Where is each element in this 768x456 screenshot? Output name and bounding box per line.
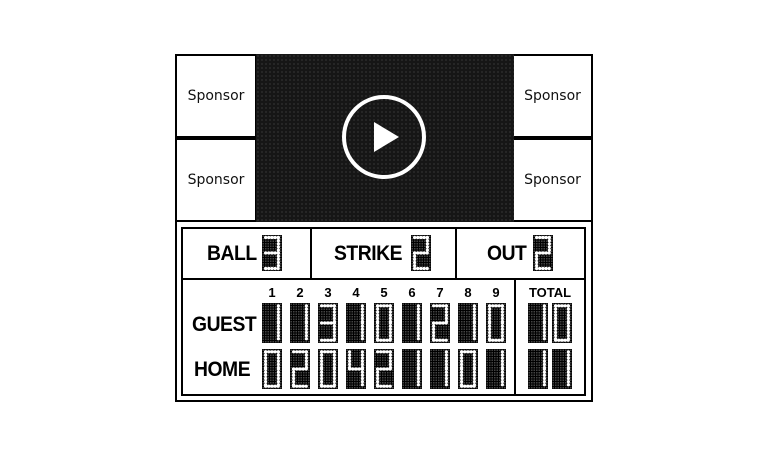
play-icon <box>374 122 399 152</box>
play-button[interactable] <box>342 95 426 179</box>
home-inning-5-score <box>374 349 394 389</box>
home-inning-2-score <box>290 349 310 389</box>
sponsor-label: Sponsor <box>187 172 245 188</box>
sponsor-label: Sponsor <box>524 88 581 104</box>
sponsor-panel-top-left: Sponsor <box>175 54 257 138</box>
strike-label: STRIKE <box>334 242 403 265</box>
strike-count-display <box>411 235 431 271</box>
home-inning-8-score <box>458 349 478 389</box>
inning-label-2: 2 <box>296 285 304 300</box>
ball-count-display <box>262 235 282 271</box>
home-total-digit-1 <box>528 349 548 389</box>
home-label: HOME <box>194 358 251 381</box>
score-panel <box>181 227 586 396</box>
guest-total-digit-1 <box>528 303 548 343</box>
sponsor-panel-top-right: Sponsor <box>512 54 593 138</box>
guest-inning-2-score <box>290 303 310 343</box>
total-divider <box>514 280 516 396</box>
guest-inning-3-score <box>318 303 338 343</box>
count-divider <box>310 227 312 280</box>
guest-total-digit-2 <box>552 303 572 343</box>
sponsor-panel-bottom-right: Sponsor <box>512 138 593 222</box>
guest-inning-5-score <box>374 303 394 343</box>
inning-label-4: 4 <box>352 285 360 300</box>
sponsor-label: Sponsor <box>187 88 245 104</box>
home-inning-1-score <box>262 349 282 389</box>
inning-label-9: 9 <box>492 285 500 300</box>
ball-label: BALL <box>207 242 257 265</box>
inning-label-8: 8 <box>464 285 472 300</box>
out-label: OUT <box>487 242 527 265</box>
home-inning-3-score <box>318 349 338 389</box>
home-inning-4-score <box>346 349 366 389</box>
home-inning-6-score <box>402 349 422 389</box>
inning-label-3: 3 <box>324 285 332 300</box>
inning-label-1: 1 <box>268 285 276 300</box>
sponsor-label: Sponsor <box>524 172 581 188</box>
panel-divider <box>181 278 586 280</box>
guest-inning-6-score <box>402 303 422 343</box>
guest-inning-1-score <box>262 303 282 343</box>
total-label: TOTAL <box>528 285 572 300</box>
guest-label: GUEST <box>192 313 257 336</box>
guest-inning-8-score <box>458 303 478 343</box>
home-inning-9-score <box>486 349 506 389</box>
sponsor-panel-bottom-left: Sponsor <box>175 138 257 222</box>
inning-label-7: 7 <box>436 285 444 300</box>
guest-inning-9-score <box>486 303 506 343</box>
guest-inning-4-score <box>346 303 366 343</box>
count-divider <box>455 227 457 280</box>
home-inning-7-score <box>430 349 450 389</box>
guest-inning-7-score <box>430 303 450 343</box>
out-count-display <box>533 235 553 271</box>
home-total-digit-2 <box>552 349 572 389</box>
inning-label-6: 6 <box>408 285 416 300</box>
inning-label-5: 5 <box>380 285 388 300</box>
